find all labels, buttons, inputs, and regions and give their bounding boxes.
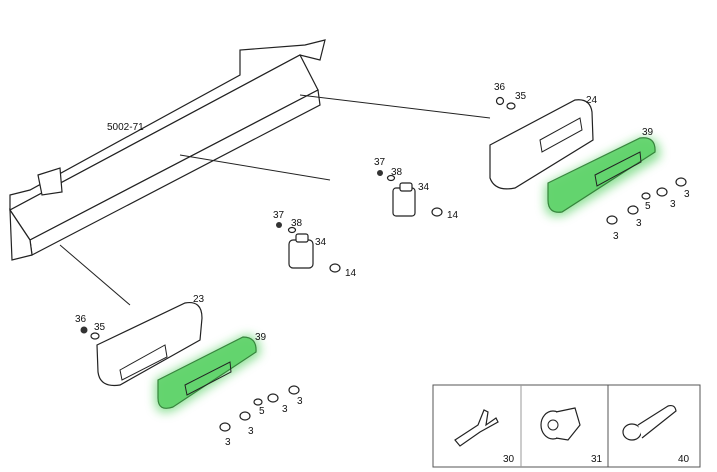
callout-14: 14 xyxy=(447,210,459,221)
chassis-frame xyxy=(9,39,491,306)
reference-label: 5002-71 xyxy=(107,122,144,133)
left-bulbs xyxy=(219,385,300,432)
callout-35: 35 xyxy=(94,322,106,333)
callout-bulb: 3 xyxy=(225,437,231,448)
callout-35: 35 xyxy=(515,91,527,102)
washer-icon xyxy=(287,226,297,234)
callout-bulb: 5 xyxy=(645,201,651,212)
callout-39: 39 xyxy=(642,127,654,138)
right-lens-highlighted[interactable] xyxy=(545,137,661,217)
callout-14: 14 xyxy=(345,268,357,279)
inset-label-31: 31 xyxy=(591,454,603,465)
connector-icon xyxy=(540,407,581,441)
callout-bulb: 5 xyxy=(259,406,265,417)
callout-34: 34 xyxy=(315,237,327,248)
callout-36: 36 xyxy=(494,82,506,93)
left-lens-highlighted[interactable] xyxy=(155,335,261,413)
callout-bulb: 3 xyxy=(670,199,676,210)
terminal-icon xyxy=(454,409,499,447)
callout-bulb: 3 xyxy=(636,218,642,229)
bulb-icon xyxy=(431,207,443,217)
nut-icon xyxy=(377,170,383,176)
callout-37: 37 xyxy=(374,157,386,168)
nut-icon xyxy=(276,222,282,228)
callout-39: 39 xyxy=(255,332,267,343)
inset-label-40: 40 xyxy=(678,454,690,465)
callout-bulb: 3 xyxy=(282,404,288,415)
washer-icon xyxy=(386,174,396,182)
accessory-inset: 30 31 40 xyxy=(432,384,701,468)
screw-icon xyxy=(622,404,677,441)
callout-24: 24 xyxy=(586,95,598,106)
callout-37: 37 xyxy=(273,210,285,221)
inset-label-30: 30 xyxy=(503,454,515,465)
right-bulbs xyxy=(606,177,687,225)
center-lower-lamp[interactable] xyxy=(288,233,314,269)
callout-bulb: 3 xyxy=(297,396,303,407)
right-lamp-housing[interactable] xyxy=(489,99,594,190)
callout-23: 23 xyxy=(193,294,205,305)
callout-36: 36 xyxy=(75,314,87,325)
callout-38: 38 xyxy=(391,167,403,178)
left-lamp-housing[interactable] xyxy=(96,301,203,387)
callout-bulb: 3 xyxy=(613,231,619,242)
bulb-icon xyxy=(329,263,341,273)
washer-icon xyxy=(90,332,100,340)
callout-34: 34 xyxy=(418,182,430,193)
callout-38: 38 xyxy=(291,218,303,229)
nut-icon xyxy=(495,96,505,106)
callout-bulb: 3 xyxy=(248,426,254,437)
callout-bulb: 3 xyxy=(684,189,690,200)
center-upper-lamp[interactable] xyxy=(392,182,416,217)
washer-icon xyxy=(506,102,516,110)
nut-icon xyxy=(80,326,88,334)
